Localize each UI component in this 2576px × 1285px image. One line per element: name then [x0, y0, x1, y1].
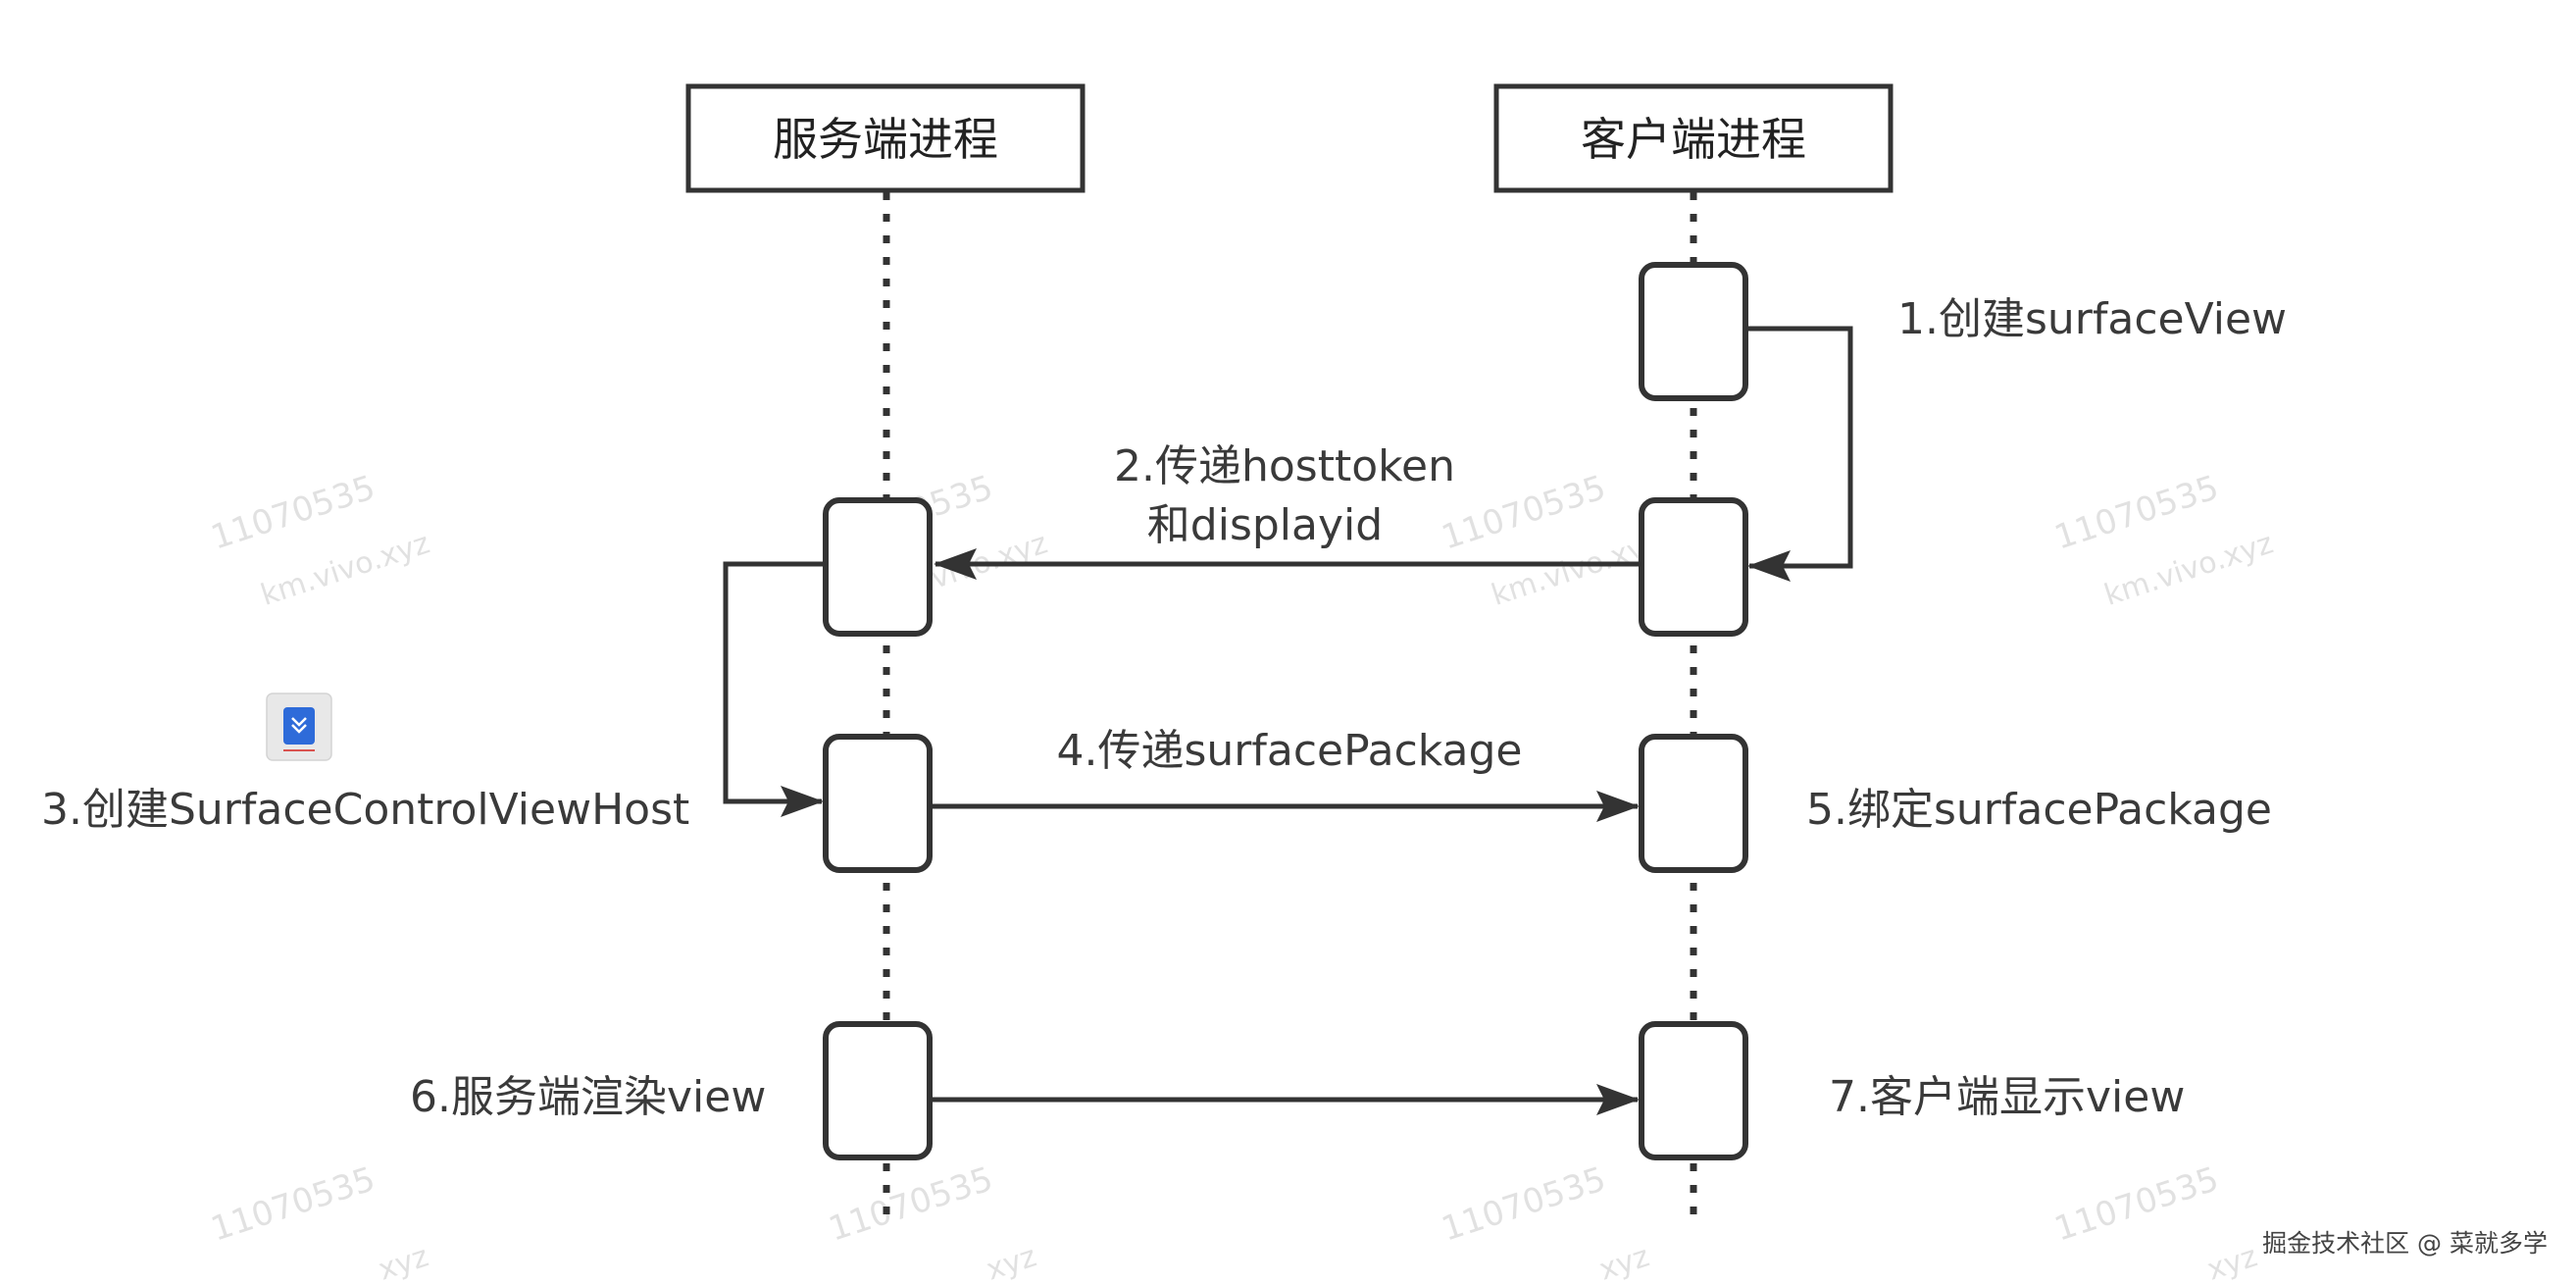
- watermark-domain-partial: xyz: [983, 1239, 1041, 1285]
- watermark-id: 11070535: [1437, 468, 1610, 558]
- step3-label: 3.创建SurfaceControlViewHost: [41, 785, 689, 835]
- watermark-domain: km.vivo.xyz: [257, 526, 434, 612]
- watermark-tile: 11070535 km.vivo.xyz: [1437, 468, 1665, 613]
- arrow-step3-self-call: [723, 561, 826, 817]
- watermark-id: 11070535: [2049, 1159, 2223, 1250]
- step1-label: 1.创建surfaceView: [1897, 294, 2287, 344]
- server-process-title: 服务端进程: [773, 113, 998, 166]
- server-activation-6: [823, 1021, 933, 1160]
- server-activation-2: [823, 497, 933, 637]
- watermark-id: 11070535: [1437, 1159, 1610, 1250]
- step6-label: 6.服务端渲染view: [410, 1072, 766, 1122]
- client-activation-1: [1639, 262, 1748, 401]
- client-activation-2: [1639, 497, 1748, 637]
- client-process-title: 客户端进程: [1581, 113, 1806, 166]
- watermark-tile: 11070535: [206, 1159, 379, 1250]
- watermark-tile: 11070535 km.vivo.xyz: [2049, 468, 2278, 613]
- watermark-domain-partial: xyz: [1595, 1239, 1654, 1285]
- watermark-id: 11070535: [2049, 468, 2223, 558]
- watermark-tile: 11070535: [2049, 1159, 2223, 1250]
- step-labels: 1.创建surfaceView 2.传递hosttoken 和displayid…: [41, 294, 2287, 1122]
- client-activation-7: [1639, 1021, 1748, 1160]
- step4-label: 4.传递surfacePackage: [1057, 726, 1523, 776]
- watermark-domain-partial: xyz: [375, 1239, 433, 1285]
- client-activation-5: [1639, 734, 1748, 873]
- step5-label: 5.绑定surfacePackage: [1806, 785, 2272, 835]
- arrows: [723, 326, 1853, 1115]
- server-process-header: 服务端进程: [685, 83, 1086, 193]
- watermark-id: 11070535: [206, 1159, 379, 1250]
- watermark-domain-partial: xyz: [2203, 1239, 2262, 1285]
- watermark-tile: 11070535 km.vivo.xyz: [206, 468, 434, 613]
- watermark-id: 11070535: [824, 1159, 997, 1250]
- step2-label-line1: 2.传递hosttoken: [1114, 441, 1455, 491]
- client-process-header: 客户端进程: [1493, 83, 1894, 193]
- server-activation-3: [823, 734, 933, 873]
- footer-attribution: 掘金技术社区 @ 菜就多学: [2262, 1229, 2548, 1258]
- watermark-tile: 11070535: [1437, 1159, 1610, 1250]
- watermark-layer: 11070535 km.vivo.xyz 11070535 km.vivo.xy…: [206, 468, 2278, 1285]
- bookmark-icon[interactable]: [266, 693, 332, 761]
- watermark-domain: km.vivo.xyz: [2100, 526, 2278, 612]
- activation-boxes: [823, 262, 1748, 1160]
- watermark-tile: 11070535: [824, 1159, 997, 1250]
- watermark-domain: km.vivo.xyz: [1488, 526, 1665, 612]
- step7-label: 7.客户端显示view: [1829, 1072, 2185, 1122]
- step2-label-line2: 和displayid: [1147, 500, 1383, 550]
- arrow-step1-self-call: [1745, 326, 1853, 582]
- watermark-id: 11070535: [206, 468, 379, 558]
